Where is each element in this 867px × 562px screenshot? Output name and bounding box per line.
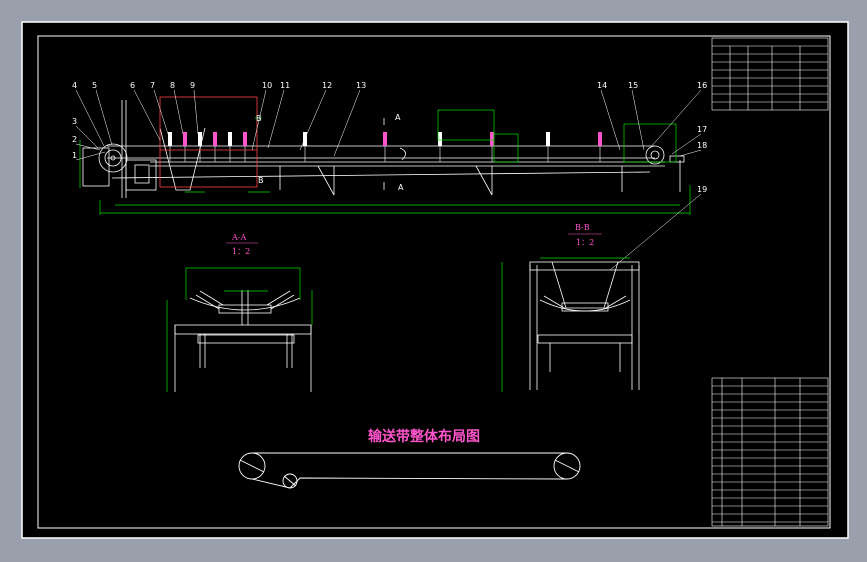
title-block bbox=[711, 377, 829, 527]
idler-roller bbox=[546, 132, 550, 146]
belt-layout-schematic bbox=[238, 452, 581, 489]
part-number-label: 15 bbox=[628, 81, 638, 90]
leader-line bbox=[75, 89, 105, 147]
leader-line bbox=[251, 89, 267, 151]
feed-zone-detail bbox=[159, 96, 258, 188]
idler-roller bbox=[598, 132, 602, 146]
part-number-label: 17 bbox=[697, 125, 707, 134]
leader-line bbox=[671, 133, 702, 155]
leader-line bbox=[299, 89, 327, 151]
conveyor-elevation bbox=[82, 100, 685, 198]
leader-line bbox=[333, 89, 361, 157]
idler-roller bbox=[383, 132, 387, 146]
outer-border bbox=[21, 21, 849, 539]
leader-line bbox=[193, 89, 199, 135]
idler-roller bbox=[228, 132, 232, 146]
leader-line bbox=[75, 151, 106, 161]
leader-line bbox=[649, 89, 702, 149]
idler-roller bbox=[198, 132, 202, 146]
spec-table bbox=[711, 37, 829, 111]
part-number-label: 4 bbox=[72, 81, 77, 90]
section-mark-b-bottom: B bbox=[258, 176, 264, 185]
drawing-title: 输送带整体布局图 bbox=[368, 428, 480, 445]
part-number-label: 19 bbox=[697, 185, 707, 194]
idler-roller bbox=[438, 132, 442, 146]
idler-roller bbox=[243, 132, 247, 146]
part-number-label: 5 bbox=[92, 81, 97, 90]
dimension-lines bbox=[79, 109, 691, 215]
part-number-label: 3 bbox=[72, 117, 77, 126]
leader-line bbox=[173, 89, 184, 135]
leader-line bbox=[609, 193, 702, 271]
section-bb-view bbox=[529, 261, 640, 390]
leader-lines bbox=[75, 89, 702, 271]
drawing-sheet bbox=[22, 22, 848, 538]
part-number-label: 10 bbox=[262, 81, 272, 90]
section-aa-dimensions bbox=[166, 267, 313, 392]
idler-roller bbox=[213, 132, 217, 146]
part-number-label: 16 bbox=[697, 81, 707, 90]
part-number-label: 8 bbox=[170, 81, 175, 90]
section-aa-label: A-A bbox=[231, 233, 246, 242]
part-number-label: 9 bbox=[190, 81, 195, 90]
leader-line bbox=[153, 89, 169, 135]
section-mark-a-top: A bbox=[395, 113, 401, 122]
leader-line bbox=[679, 149, 702, 157]
part-number-label: 2 bbox=[72, 135, 77, 144]
leader-line bbox=[133, 89, 161, 141]
part-number-label: 11 bbox=[280, 81, 290, 90]
section-bb-label: B-B bbox=[575, 223, 590, 232]
leader-line bbox=[631, 89, 645, 151]
section-bb-dimensions bbox=[501, 257, 630, 392]
part-number-label: 7 bbox=[150, 81, 155, 90]
part-number-label: 18 bbox=[697, 141, 707, 150]
part-number-label: 13 bbox=[356, 81, 366, 90]
inner-border bbox=[37, 35, 831, 529]
leader-line bbox=[75, 125, 99, 149]
leader-line bbox=[95, 89, 113, 146]
idler-roller bbox=[490, 132, 494, 146]
section-bb-scale: 1：2 bbox=[576, 238, 594, 247]
section-aa-view bbox=[174, 290, 312, 392]
section-mark-b-top: B bbox=[256, 114, 262, 123]
part-number-label: 1 bbox=[72, 151, 77, 160]
leader-line bbox=[267, 89, 285, 149]
section-aa-scale: 1：2 bbox=[232, 247, 250, 256]
section-cut-marks bbox=[383, 118, 406, 190]
section-mark-a-bottom: A bbox=[398, 183, 404, 192]
part-number-label: 6 bbox=[130, 81, 135, 90]
leader-line bbox=[75, 143, 101, 151]
part-number-label: 14 bbox=[597, 81, 607, 90]
part-number-label: 12 bbox=[322, 81, 332, 90]
idler-roller bbox=[183, 132, 187, 146]
idler-roller bbox=[168, 132, 172, 146]
leader-line bbox=[600, 89, 621, 151]
